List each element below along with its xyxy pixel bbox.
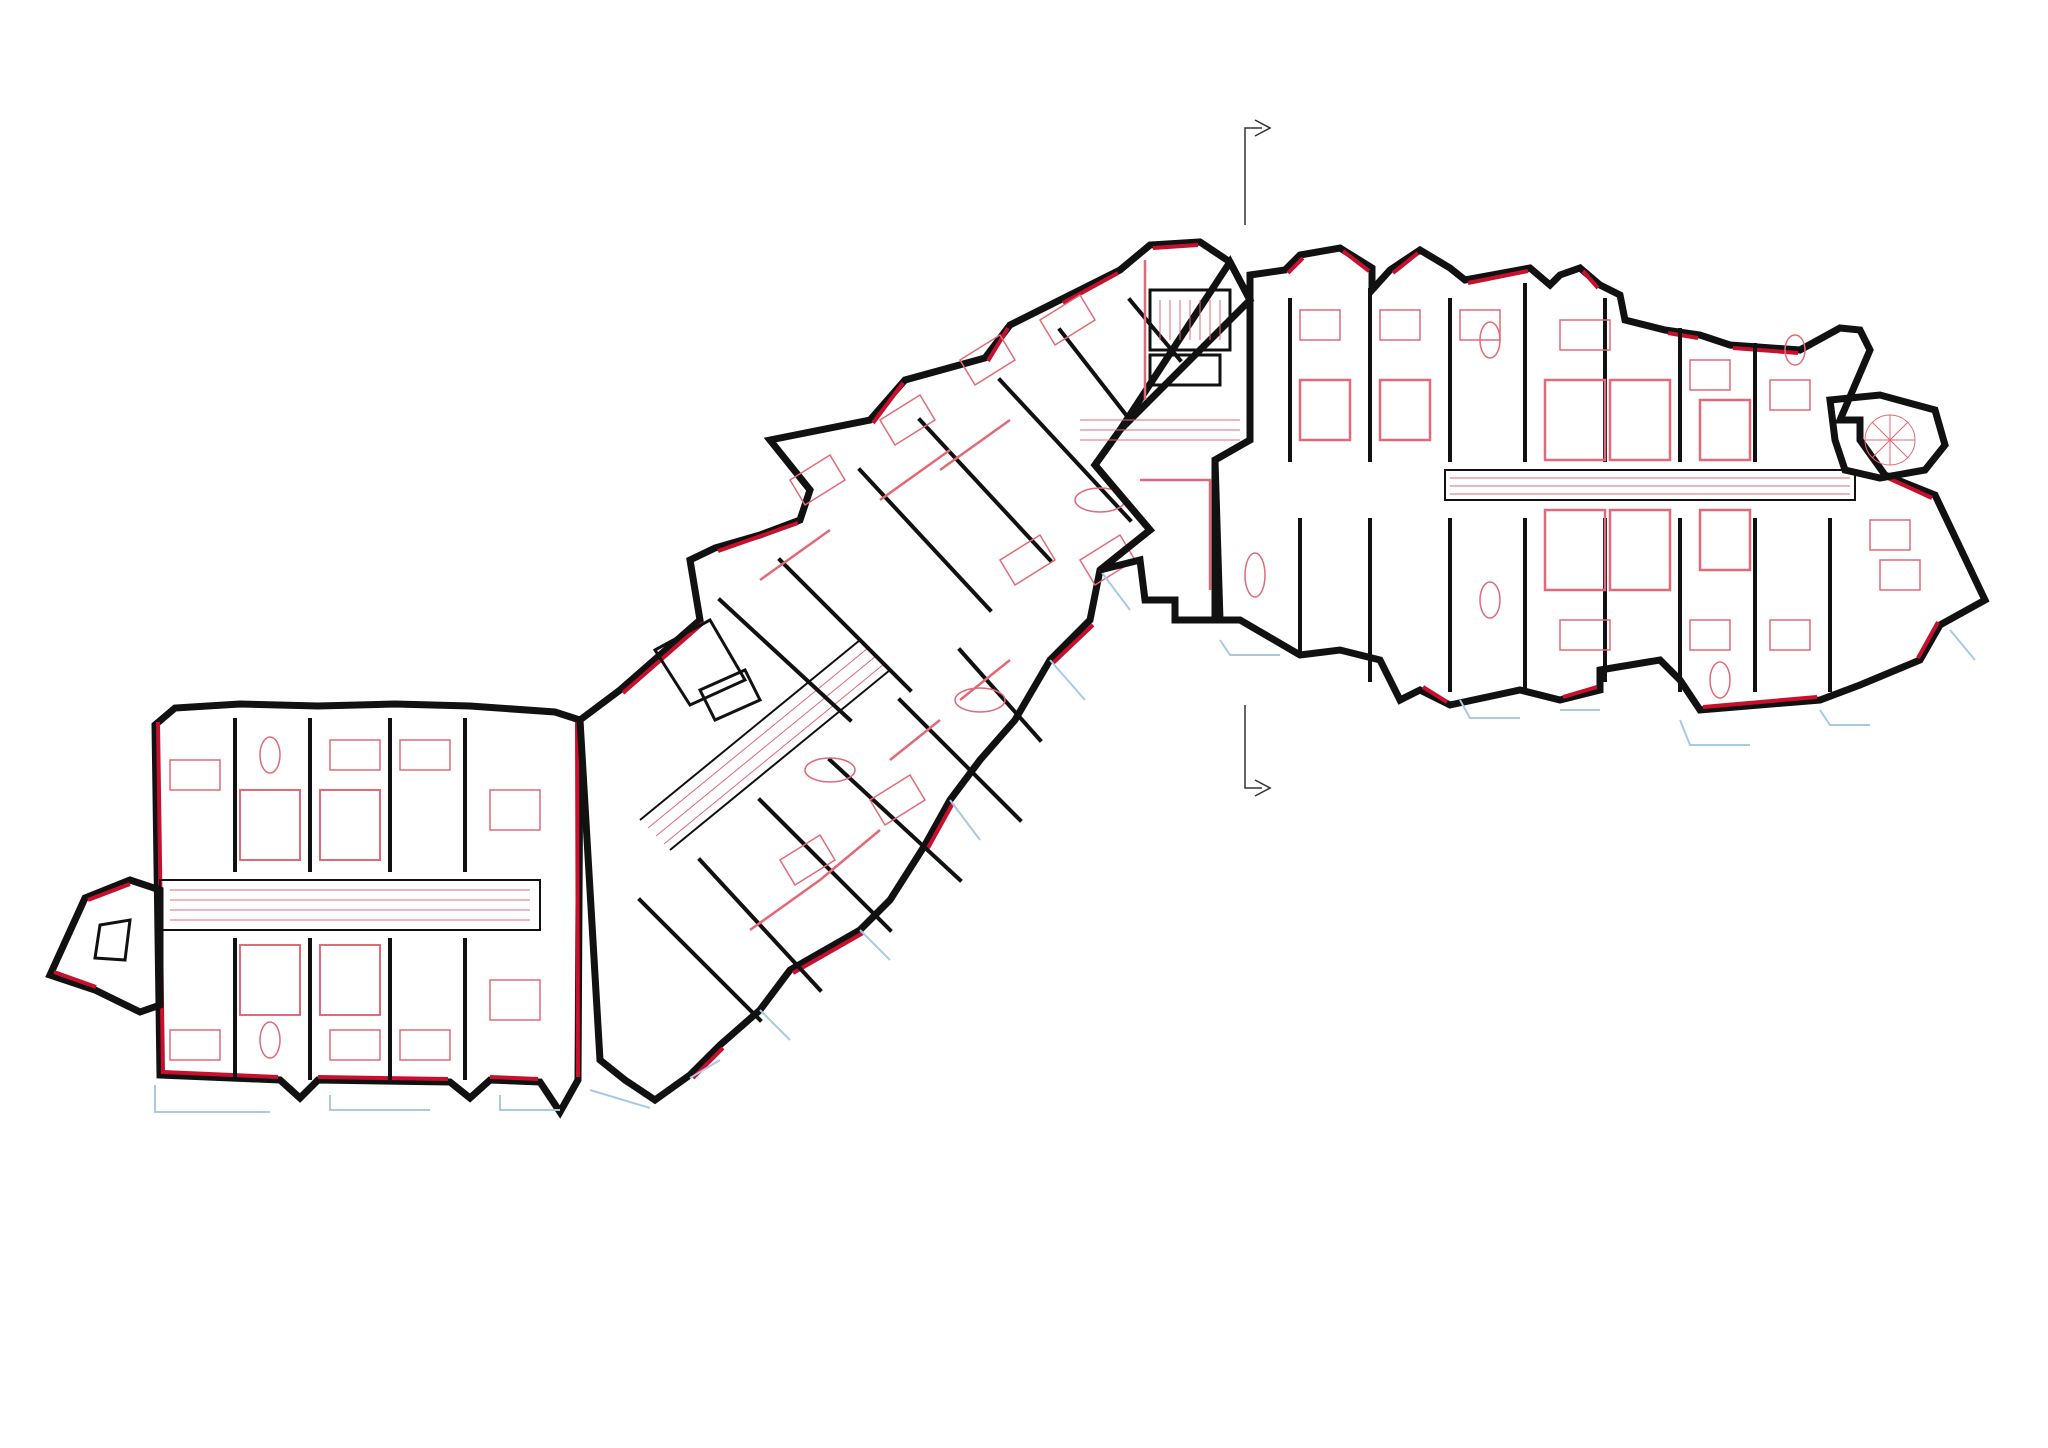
central-stair (1148, 288, 1232, 352)
diagonal-furniture (778, 293, 1137, 887)
east-table-5 (1709, 661, 1731, 699)
diagonal-wing-outline-red (621, 243, 1199, 1080)
west-corridor (159, 879, 541, 931)
east-table-3 (1479, 581, 1501, 619)
west-wing-outline-red (156, 721, 580, 1081)
east-corridor (1444, 469, 1856, 501)
east-spiral-stair (1864, 414, 1916, 466)
west-stair-tower (45, 876, 164, 1016)
diagonal-red-partitions (749, 418, 1011, 932)
west-stair-tower-red (53, 882, 131, 989)
east-table-2 (1244, 552, 1266, 598)
central-core-red (1140, 260, 1212, 590)
west-stair-core (93, 918, 132, 962)
west-balcony-glazing (154, 1085, 651, 1113)
west-table-2 (259, 1021, 281, 1059)
west-bathrooms (239, 789, 381, 1016)
section-cut-arrow-icon (1254, 119, 1272, 137)
diagonal-table-1 (804, 757, 856, 783)
east-wing-outline-red (1286, 249, 1940, 709)
west-wing (45, 700, 651, 1119)
central-stair-treads (1159, 300, 1221, 340)
east-furniture (1299, 309, 1921, 651)
east-table-4 (1784, 334, 1806, 366)
central-core-outline (1090, 255, 1254, 624)
diagonal-stair (652, 617, 763, 722)
west-partitions (233, 718, 467, 1080)
east-bathrooms (1298, 378, 1752, 592)
east-partitions (1288, 283, 1832, 692)
diagonal-glazing (689, 569, 1131, 1079)
west-wing-outline (151, 700, 584, 1119)
west-table-1 (259, 736, 281, 774)
diagonal-corridor (639, 639, 891, 851)
east-stair-turret (1826, 391, 1949, 482)
east-wing (1211, 244, 1990, 746)
section-cut-arrow-icon (1254, 779, 1272, 797)
central-corridor (1080, 419, 1240, 441)
diagonal-table-2 (954, 687, 1006, 713)
central-core (1080, 255, 1254, 624)
central-lift (1148, 353, 1222, 387)
east-glazing (1219, 629, 1976, 746)
section-marker-bottom (1244, 705, 1272, 797)
east-table-1 (1479, 321, 1501, 359)
section-marker-top (1244, 119, 1272, 225)
diagonal-partitions (637, 297, 1183, 1023)
east-wing-outline (1211, 244, 1990, 714)
west-furniture (169, 739, 541, 1061)
